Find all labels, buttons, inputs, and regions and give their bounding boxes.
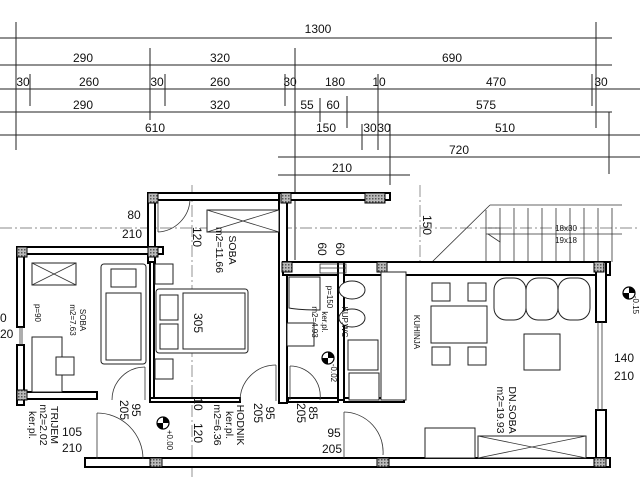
room-area-kupaonica: m2=4.93 — [310, 306, 319, 338]
stairs — [431, 204, 622, 263]
left-edge-label-b: 20 — [0, 327, 14, 341]
doors — [96, 199, 384, 460]
level-outside: -0.15 — [631, 296, 640, 315]
bath-window-parapet: p=150 — [325, 286, 334, 309]
room-area-soba-small: m2=7.63 — [68, 304, 77, 336]
door-small-width: 95 — [129, 403, 143, 417]
dim-row3-8: 470 — [486, 75, 506, 89]
columns — [16, 192, 607, 468]
room-floor-hodnik: ker.pl. — [223, 411, 235, 439]
dim-row4-1: 290 — [73, 98, 93, 112]
dim-row4-2: 320 — [210, 98, 230, 112]
dim-row5-2: 150 — [316, 121, 336, 135]
rotated-labels: 120 SOBA m2=11.66 305 SOBA m2=7.63 p=90 … — [26, 215, 640, 451]
level-marker-icons — [156, 286, 636, 430]
living-window-height: 210 — [614, 369, 634, 383]
level-entry: +0.00 — [165, 430, 174, 451]
dim-row3-9: 30 — [594, 75, 608, 89]
dim-row2-1: 290 — [73, 51, 93, 65]
horizontal-labels: 80 210 0 20 105 210 95 205 140 210 — [0, 208, 634, 456]
dim-row7-1: 210 — [332, 161, 352, 175]
entry-door-height: 210 — [62, 441, 82, 455]
dimension-chains: 1300 290 320 690 30 260 30 260 30 180 10… — [0, 22, 640, 260]
room-name-trijem: TRIJEM — [48, 406, 60, 444]
door-large-height: 205 — [251, 403, 265, 423]
bath-window-dim-a: 60 — [333, 242, 347, 256]
level-bath: -0.02 — [329, 364, 338, 383]
dim-row5-5: 510 — [495, 121, 515, 135]
living-door-height: 205 — [322, 442, 342, 456]
furniture — [31, 209, 591, 459]
door-bath-height: 205 — [294, 403, 308, 423]
dim-row5-4: 30 — [377, 121, 391, 135]
dim-row4-4: 60 — [326, 98, 340, 112]
room-area-soba-large: m2=11.66 — [213, 227, 225, 273]
door-top-width: 80 — [127, 208, 141, 222]
dim-row3-3: 30 — [150, 75, 164, 89]
bath-window-dim-b: 60 — [315, 242, 329, 256]
dim-row3-7: 10 — [372, 75, 386, 89]
dim-150: 150 — [420, 215, 434, 235]
window-small-parapet: p=90 — [33, 304, 42, 323]
dim-row2-3: 690 — [442, 51, 462, 65]
room-floor-kupaonica: ker.pl. — [320, 311, 329, 332]
dim-row4-5: 575 — [476, 98, 496, 112]
dim-row3-1: 30 — [16, 75, 30, 89]
door-small-height: 205 — [117, 400, 131, 420]
door-large-width: 95 — [263, 406, 277, 420]
dim-row3-4: 260 — [210, 75, 230, 89]
room-name-dnevna: DN.SOBA — [506, 386, 518, 433]
dim-1300: 1300 — [305, 22, 332, 36]
left-edge-label-a: 0 — [0, 311, 7, 325]
living-window-width: 140 — [614, 351, 634, 365]
dim-row3-5: 30 — [283, 75, 297, 89]
dim-row3-2: 260 — [79, 75, 99, 89]
room-area-trijem: m2=2.02 — [37, 404, 49, 445]
room-name-kuhinja: KUHINJA — [412, 315, 421, 350]
dim-row5-3: 30 — [363, 121, 377, 135]
stairs-size-a: 18x30 — [555, 224, 577, 233]
dim-120-bottom: 120 — [191, 423, 205, 443]
room-name-soba-large: SOBA — [226, 235, 238, 264]
entry-door-width: 105 — [62, 425, 82, 439]
dim-120-top: 120 — [190, 227, 204, 247]
dim-row4-3: 55 — [300, 98, 314, 112]
living-door-width: 95 — [327, 426, 341, 440]
room-floor-trijem: ker.pl. — [26, 411, 38, 439]
room-name-kupaonica: KUP.WC — [340, 307, 349, 338]
dim-row3-6: 180 — [325, 75, 345, 89]
dim-row2-2: 320 — [210, 51, 230, 65]
room-name-soba-small: SOBA — [78, 309, 87, 332]
windows — [19, 263, 603, 410]
dim-10: 10 — [191, 397, 205, 411]
stairs-size-b: 19x18 — [555, 236, 577, 245]
room-name-hodnik: HODNIK — [234, 405, 246, 446]
dim-row6-1: 720 — [449, 143, 469, 157]
dim-305: 305 — [191, 313, 205, 333]
dim-row5-1: 610 — [145, 121, 165, 135]
room-area-hodnik: m2=6.36 — [211, 404, 223, 445]
room-area-dnevna: m2=19.93 — [494, 387, 506, 434]
door-top-height: 210 — [122, 227, 142, 241]
door-bath-width: 85 — [306, 406, 320, 420]
